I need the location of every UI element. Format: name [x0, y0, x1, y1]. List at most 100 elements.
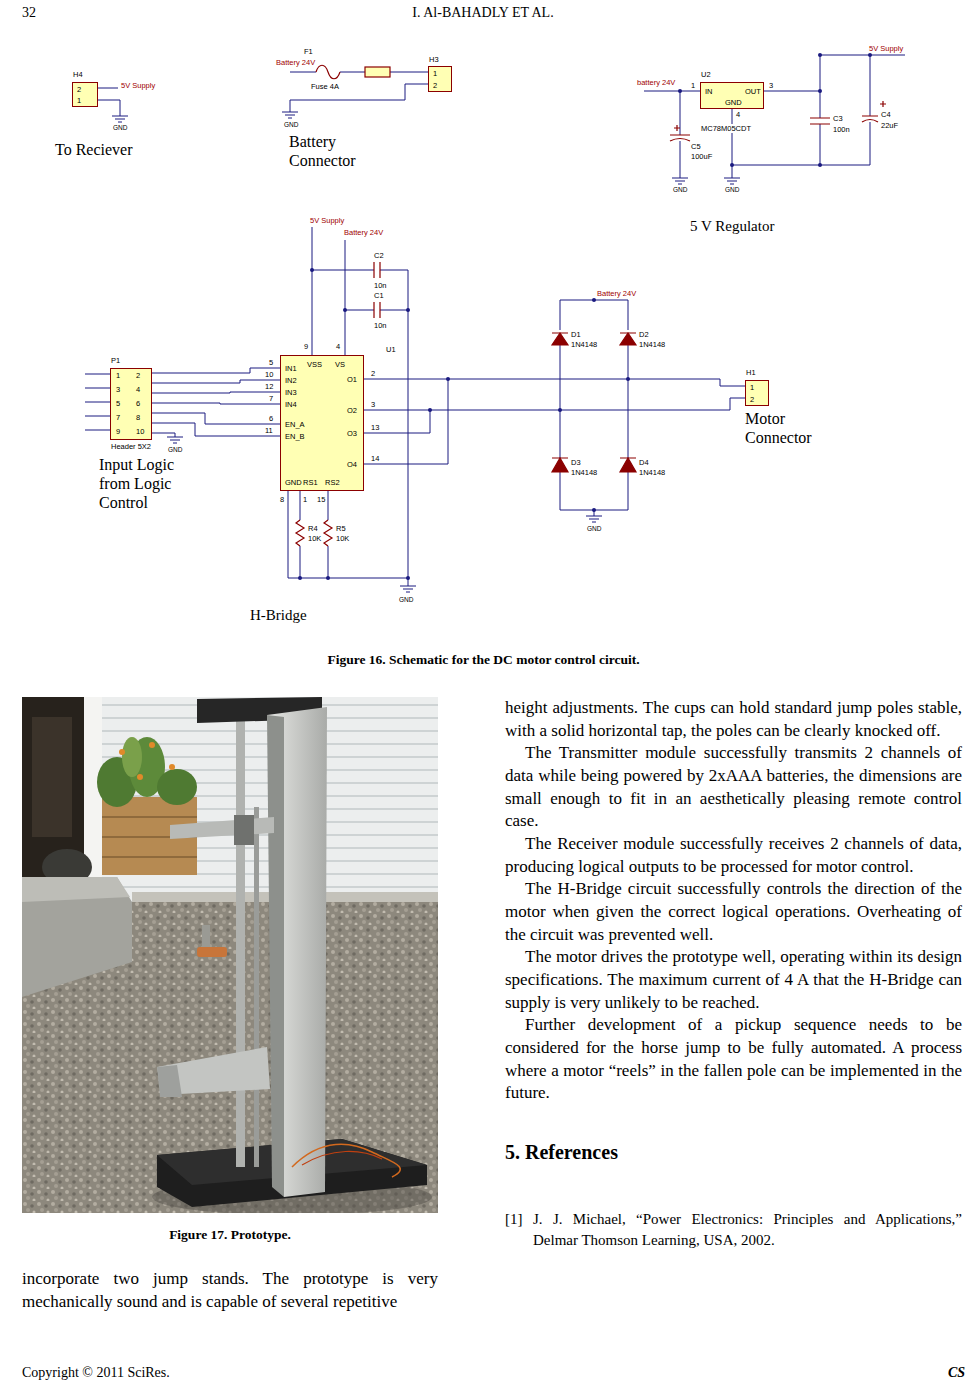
component-label: C1	[373, 291, 385, 300]
component-label: F1	[303, 47, 314, 56]
junction-dot	[818, 53, 822, 57]
page-header: 32	[22, 4, 36, 21]
junction-dot	[406, 576, 410, 580]
pin-label: 2	[136, 371, 140, 380]
pin-label: O4	[347, 460, 357, 469]
component-label: R5	[335, 524, 347, 533]
pin-label: GND	[725, 98, 742, 107]
pin-label: 9	[116, 427, 120, 436]
body-text: The Transmitter module successfully tran…	[505, 742, 962, 833]
section-label: H-Bridge	[250, 606, 307, 624]
pin-label: 3	[116, 385, 120, 394]
component-label: 1	[302, 495, 308, 504]
pin-label: O1	[347, 375, 357, 384]
junction-dot	[310, 268, 314, 272]
ground-label: GND	[724, 186, 740, 194]
schematic-wire	[586, 516, 602, 522]
component-label: 15	[316, 495, 326, 504]
prototype-photo	[292, 1144, 400, 1177]
component-label: D1	[570, 330, 582, 339]
junction-dot	[343, 308, 347, 312]
component-label: 1N4148	[570, 468, 598, 477]
junction-dot	[298, 576, 302, 580]
junction-dot	[868, 53, 872, 57]
component-label: 4	[335, 342, 341, 351]
figure-caption: Figure 17. Prototype.	[22, 1226, 438, 1243]
pin-label: OUT	[745, 87, 761, 96]
schematic-wire	[152, 433, 183, 443]
ground-label: GND	[586, 525, 602, 533]
component-label: H3	[428, 55, 440, 64]
component-symbol	[316, 65, 340, 79]
component-symbol	[552, 333, 636, 472]
section-label: 5 V Regulator	[690, 217, 774, 235]
junction-dot	[818, 89, 822, 93]
prototype-photo	[267, 707, 327, 1197]
component-label: 12	[264, 382, 274, 391]
pin-label: O2	[347, 406, 357, 415]
component-label: H1	[745, 368, 757, 377]
component-label: 100uF	[690, 152, 713, 161]
component-label: U2	[700, 70, 712, 79]
pin-label: IN2	[285, 376, 297, 385]
component-label: 10K	[335, 534, 350, 543]
pin-label: 1	[77, 96, 81, 105]
pin-label: 7	[116, 413, 120, 422]
component-label: 10n	[373, 281, 388, 290]
reference-text: J. J. Michael, “Power Electronics: Princ…	[533, 1209, 962, 1251]
junction-dot	[592, 508, 596, 512]
pin-label: 5	[116, 399, 120, 408]
net-label: Battery 24V	[275, 58, 316, 67]
prototype-photo	[137, 774, 143, 780]
wire-connector	[152, 380, 280, 383]
prototype-photo	[32, 717, 72, 837]
prototype-photo	[122, 737, 142, 777]
pin-label: 8	[136, 413, 140, 422]
net-label: battery 24V	[636, 78, 676, 87]
pin-label: 10	[136, 427, 144, 436]
pin-label: EN_A	[285, 420, 305, 429]
net-label: Battery 24V	[343, 228, 384, 237]
body-text: incorporate two jump stands. The prototy…	[22, 1268, 438, 1313]
pin-label: O3	[347, 429, 357, 438]
prototype-photo	[22, 697, 438, 1213]
component-label: 1N4148	[638, 468, 666, 477]
junction-dot	[326, 576, 330, 580]
component-symbol	[365, 67, 390, 77]
pin-label: RS1	[303, 478, 318, 487]
schematic-wire	[112, 116, 128, 122]
prototype-photo	[302, 1151, 382, 1165]
net-label: 5V Supply	[120, 81, 156, 90]
pin-label: 4	[136, 385, 140, 394]
component-label: 4	[735, 110, 741, 119]
wire-connector	[152, 403, 280, 404]
component-label: 6	[268, 414, 274, 423]
reference-entry: [1]J. J. Michael, “Power Electronics: Pr…	[505, 1209, 962, 1251]
component-label: 9	[303, 342, 309, 351]
wire-connector	[364, 398, 745, 410]
prototype-photo	[22, 697, 438, 1213]
schematic-wire	[85, 374, 110, 430]
prototype-photo	[22, 877, 132, 997]
page-header: I. Al-BAHADLY ET AL.	[283, 4, 683, 21]
body-text: The motor drives the prototype well, ope…	[505, 946, 962, 1014]
component-label: D2	[638, 330, 650, 339]
component-symbol	[552, 333, 636, 458]
component-label: 3	[370, 400, 376, 409]
figure-caption: Figure 16. Schematic for the DC motor co…	[100, 651, 867, 668]
component-label: D4	[638, 458, 650, 467]
text-column: height adjustments. The cups can hold st…	[505, 697, 962, 1251]
page-header: CS	[905, 1364, 965, 1381]
annotation: To Reciever	[55, 140, 133, 159]
annotation: Input Logic from Logic Control	[99, 455, 194, 512]
schematic-wire	[282, 112, 298, 118]
component-label: D3	[570, 458, 582, 467]
pin-header: 12345678910	[110, 368, 152, 440]
ground-label: GND	[398, 596, 414, 604]
pin-label: 2	[433, 81, 437, 90]
component-label: 8	[279, 495, 285, 504]
schematic-wire	[288, 491, 408, 578]
wire-connector	[364, 379, 745, 386]
schematic-wire	[98, 88, 120, 116]
pin-label: 2	[750, 395, 754, 404]
